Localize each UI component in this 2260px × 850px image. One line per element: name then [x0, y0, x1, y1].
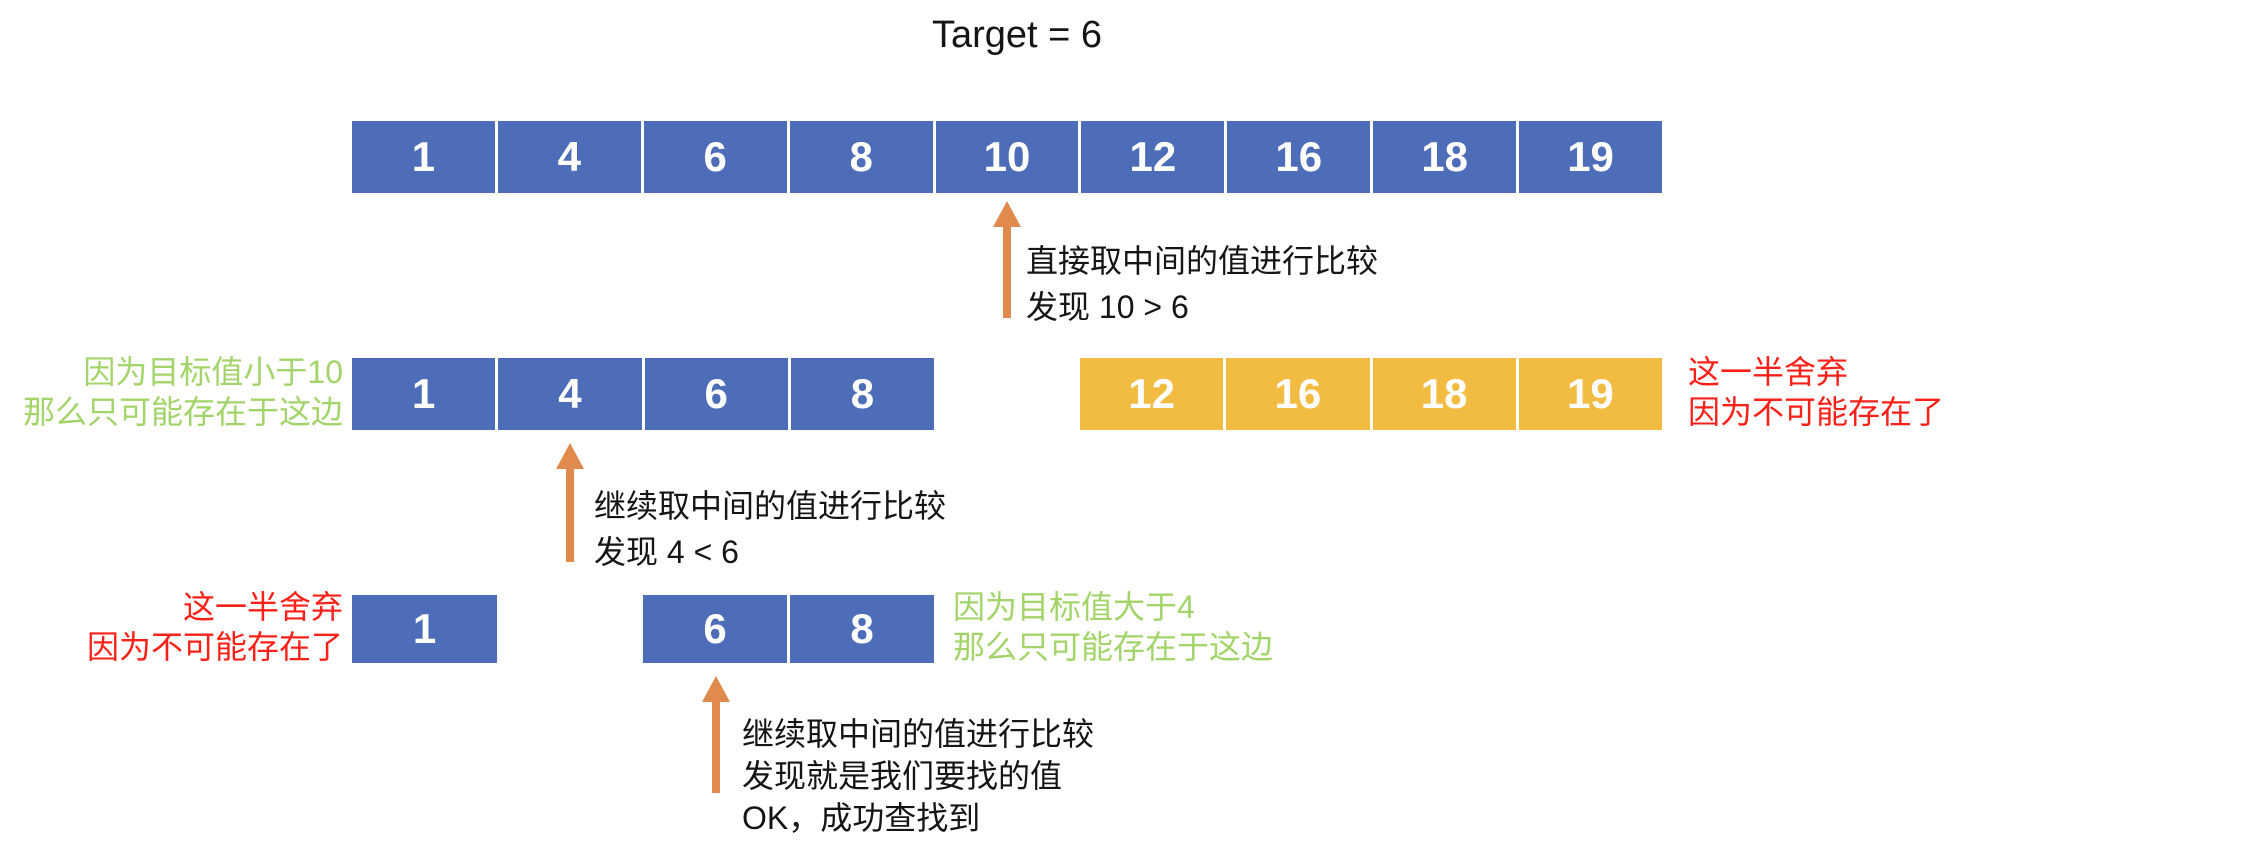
step2-compare-note: 继续取中间的值进行比较 发现 4 < 6	[594, 483, 946, 575]
note-line: 发现 4 < 6	[594, 534, 739, 570]
note-line: OK，成功查找到	[742, 800, 981, 836]
array-cell: 6	[644, 358, 791, 430]
note-line: 那么只可能存在于这边	[953, 629, 1274, 665]
note-line: 直接取中间的值进行比较	[1026, 243, 1379, 279]
step3-keep-note: 因为目标值大于4 那么只可能存在于这边	[953, 587, 1273, 667]
array-row-step2-kept: 1 4 6 8	[352, 358, 934, 430]
array-cell-middle: 6	[643, 595, 790, 663]
arrow-up-icon	[993, 201, 1021, 318]
arrow-up-icon	[556, 443, 584, 562]
note-line: 那么只可能存在于这边	[22, 394, 343, 430]
step2-keep-note: 因为目标值小于10 那么只可能存在于这边	[0, 352, 343, 432]
array-cell: 8	[789, 121, 936, 193]
arrow-up-icon	[702, 676, 730, 793]
step2-discard-note: 这一半舍弃 因为不可能存在了	[1688, 352, 1944, 432]
array-cell: 16	[1226, 358, 1373, 430]
arrow-head	[556, 443, 584, 469]
arrow-head	[702, 676, 730, 702]
arrow-shaft	[566, 469, 574, 562]
array-cell: 18	[1372, 358, 1519, 430]
array-cell-middle: 10	[935, 121, 1082, 193]
array-cell-middle: 4	[498, 358, 645, 430]
array-cell: 16	[1227, 121, 1374, 193]
note-line: 这一半舍弃	[182, 589, 343, 625]
arrow-shaft	[712, 702, 720, 793]
array-cell: 1	[352, 121, 498, 193]
array-cell: 12	[1081, 121, 1228, 193]
array-row-step2-discarded: 12 16 18 19	[1080, 358, 1662, 430]
note-line: 继续取中间的值进行比较	[594, 488, 947, 524]
note-line: 发现就是我们要找的值	[742, 758, 1063, 794]
array-cell: 1	[352, 358, 499, 430]
array-cell: 19	[1519, 121, 1663, 193]
note-line: 因为目标值小于10	[83, 354, 343, 390]
array-cell: 1	[352, 595, 497, 663]
array-cell: 8	[790, 358, 934, 430]
step3-discard-note: 这一半舍弃 因为不可能存在了	[0, 587, 343, 667]
array-row-step3-kept: 6 8	[643, 595, 934, 663]
note-line: 继续取中间的值进行比较	[742, 716, 1095, 752]
arrow-shaft	[1003, 227, 1011, 318]
array-cell: 6	[643, 121, 790, 193]
note-line: 因为不可能存在了	[86, 629, 343, 665]
step1-compare-note: 直接取中间的值进行比较 发现 10 > 6	[1026, 238, 1378, 330]
diagram-title: Target = 6	[931, 14, 1103, 56]
array-row-step1: 1 4 6 8 10 12 16 18 19	[352, 121, 1663, 193]
note-line: 这一半舍弃	[1688, 354, 1849, 390]
note-line: 因为目标值大于4	[953, 589, 1195, 625]
array-row-step3-discarded: 1	[352, 595, 497, 663]
array-cell: 12	[1080, 358, 1227, 430]
note-line: 因为不可能存在了	[1688, 394, 1945, 430]
array-cell: 8	[790, 595, 934, 663]
step3-compare-note: 继续取中间的值进行比较 发现就是我们要找的值 OK，成功查找到	[742, 713, 1094, 839]
array-cell: 4	[497, 121, 644, 193]
array-cell: 19	[1518, 358, 1662, 430]
array-cell: 18	[1373, 121, 1520, 193]
arrow-head	[993, 201, 1021, 227]
note-line: 发现 10 > 6	[1026, 289, 1189, 325]
